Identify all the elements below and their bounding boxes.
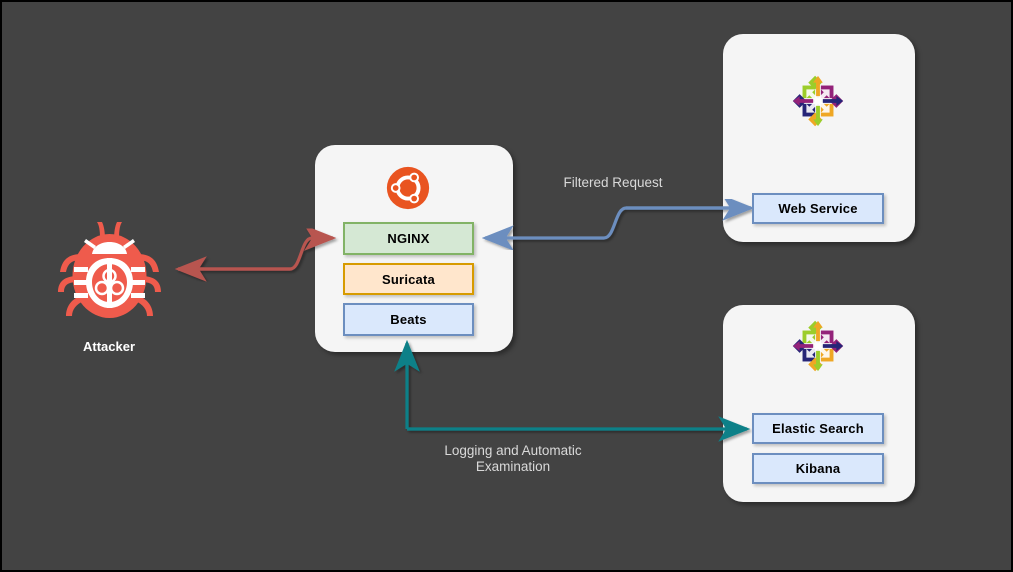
- centos-logo-icon-elk: [789, 317, 847, 375]
- edge-label-filtered-request: Filtered Request: [563, 175, 663, 190]
- service-box-kibana[interactable]: Kibana: [752, 453, 884, 484]
- edge-label-logging-examination: Logging and Automatic Examination: [444, 443, 582, 474]
- edge-beats-elastic-search: [394, 339, 751, 442]
- bug-biohazard-icon: [52, 220, 167, 320]
- service-box-web-service[interactable]: Web Service: [752, 193, 884, 224]
- service-box-elastic-search[interactable]: Elastic Search: [752, 413, 884, 444]
- service-box-nginx[interactable]: NGINX: [343, 222, 474, 255]
- ubuntu-logo-icon: [386, 166, 430, 210]
- centos-logo-icon-web: [789, 72, 847, 130]
- edge-nginx-web-service: [481, 195, 755, 251]
- attacker-label: Attacker: [82, 339, 136, 354]
- edge-attacker-nginx: [174, 225, 337, 282]
- service-box-beats[interactable]: Beats: [343, 303, 474, 336]
- service-box-suricata[interactable]: Suricata: [343, 263, 474, 295]
